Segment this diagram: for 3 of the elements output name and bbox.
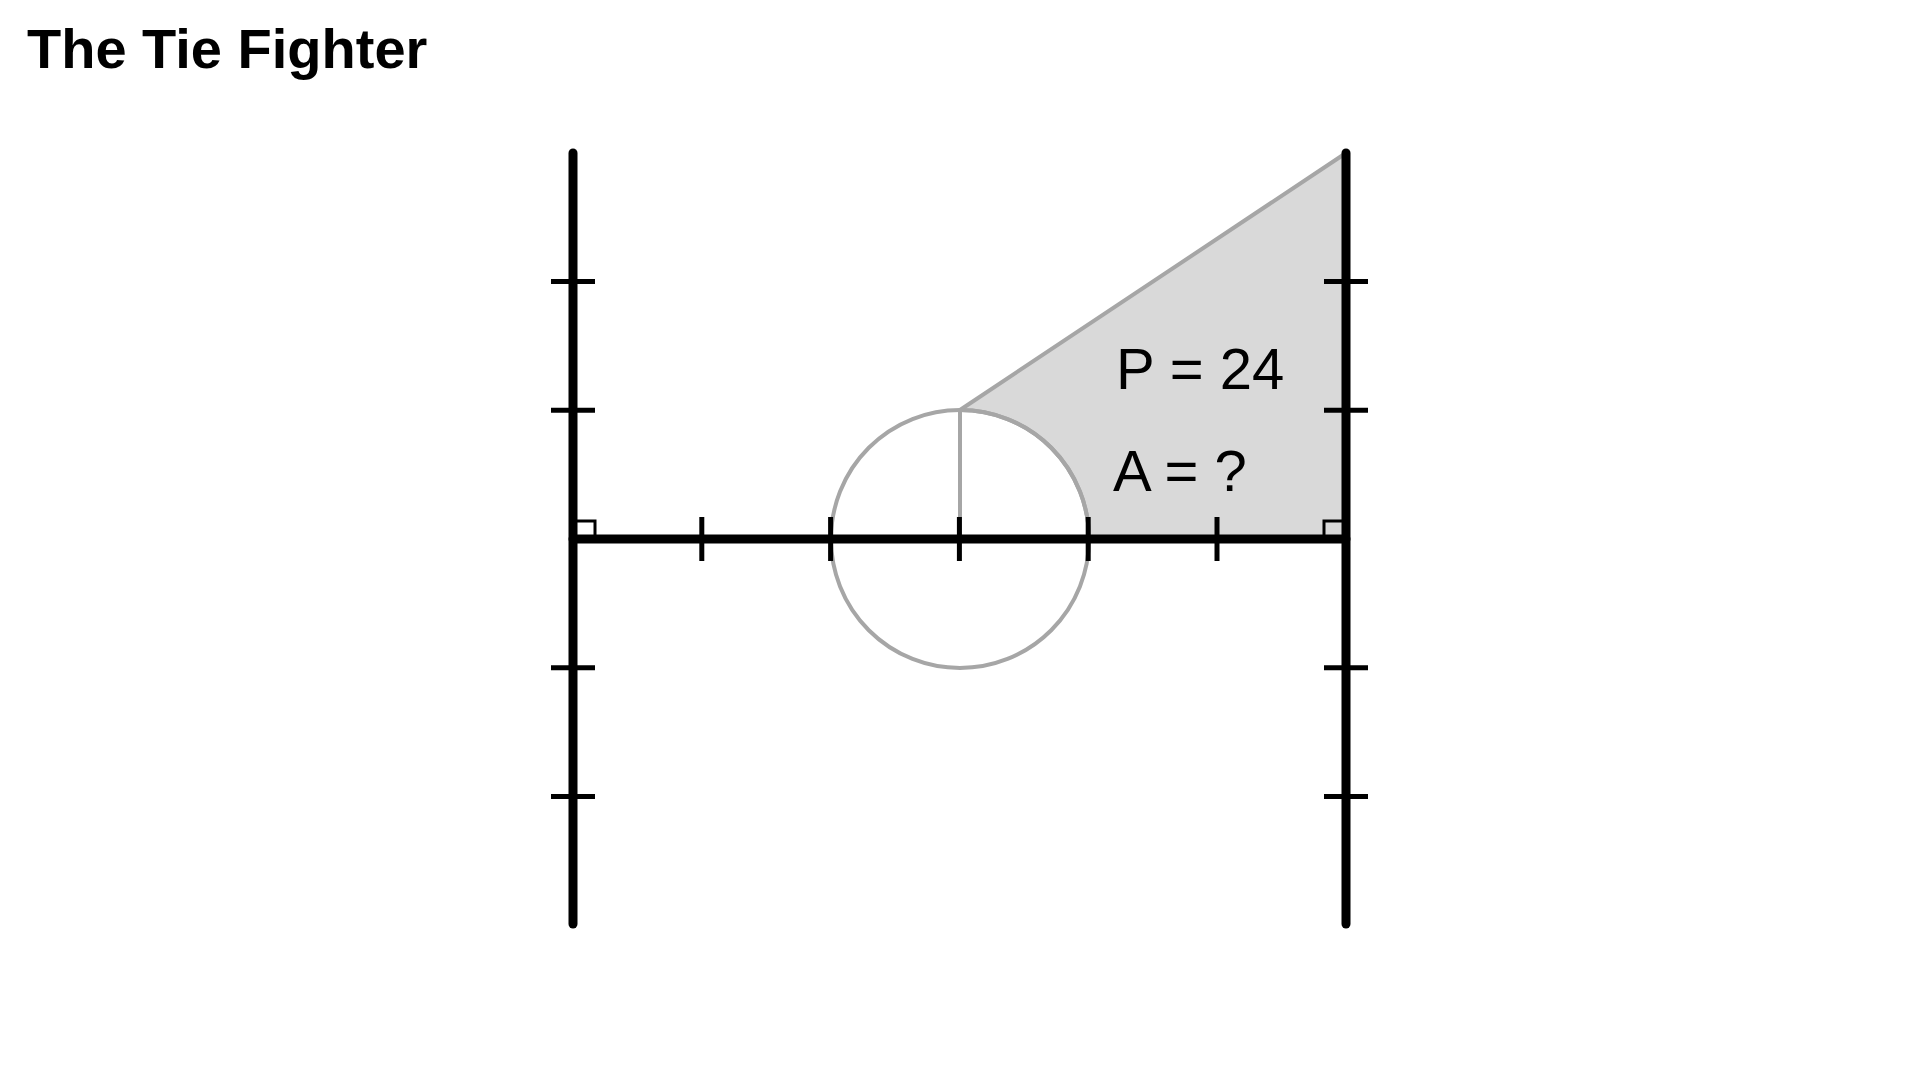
formula-label: P = 24 — [1116, 340, 1285, 398]
formula-label: A = ? — [1113, 442, 1247, 500]
title: The Tie Fighter — [27, 18, 428, 80]
